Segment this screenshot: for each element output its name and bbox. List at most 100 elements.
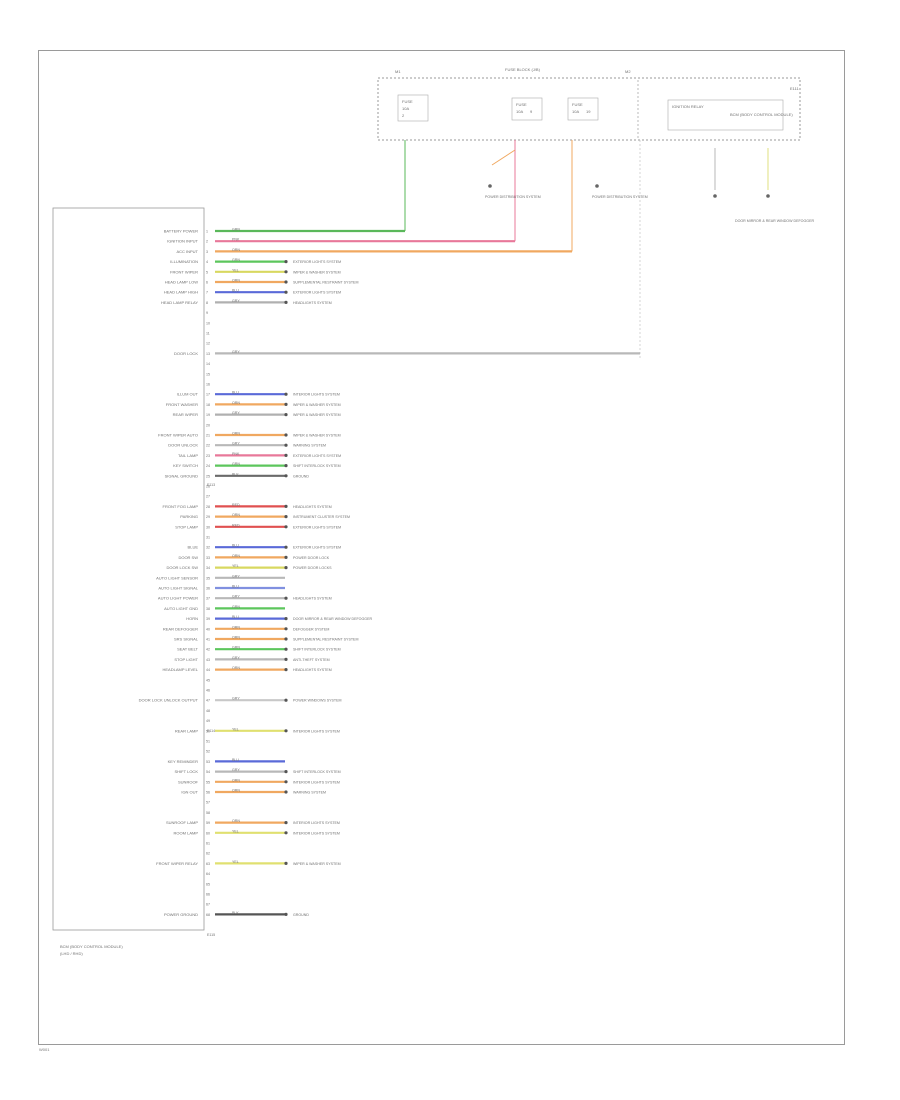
pin-number: 24	[206, 464, 210, 468]
terminal-dot	[284, 566, 288, 570]
pin-number: 56	[206, 791, 210, 795]
wire-color-code: GRY	[232, 299, 240, 303]
terminal-dot	[284, 770, 288, 774]
pin-row-49: 49	[206, 719, 210, 723]
pin-number: 63	[206, 862, 210, 866]
wire-color-code: ORN	[232, 279, 240, 283]
pin-number: 68	[206, 913, 210, 917]
terminal-dot	[284, 433, 288, 437]
pin-number: 50	[206, 729, 210, 733]
wire-color-code: GRY	[232, 595, 240, 599]
system-reference: WIPER & WASHER SYSTEM	[293, 862, 341, 866]
pin-row-57: 57	[206, 801, 210, 805]
wire-color-code: BLU	[232, 544, 239, 548]
bcm-module-title-1: BCM (BODY CONTROL MODULE)	[60, 944, 123, 949]
fuse-block-title: FUSE BLOCK (J/B)	[505, 67, 541, 72]
pin-number: 2	[206, 240, 208, 244]
system-reference: EXTERIOR LIGHTS SYSTEM	[293, 546, 341, 550]
terminal-dot	[284, 300, 288, 304]
terminal-dot	[284, 392, 288, 396]
pin-number: 27	[206, 495, 210, 499]
pin-label: AUTO LIGHT POWER	[158, 596, 198, 601]
wire-color-code: GRY	[232, 697, 240, 701]
system-reference: EXTERIOR LIGHTS SYSTEM	[293, 454, 341, 458]
pin-number: 16	[206, 383, 210, 387]
terminal-dot	[284, 657, 288, 662]
pin-label: SUNROOF	[178, 779, 199, 784]
pin-number: 59	[206, 821, 210, 825]
pin-number: 46	[206, 689, 210, 693]
pin-label: DOOR LOCK UNLOCK OUTPUT	[139, 698, 199, 703]
pin-label: PARKING	[180, 514, 198, 519]
power-system-1: POWER DISTRIBUTION SYSTEM	[485, 195, 541, 199]
pin-number: 1	[206, 230, 208, 234]
pin-row-16: 16	[206, 383, 210, 387]
pin-number: 51	[206, 740, 210, 744]
pin-number: 33	[206, 556, 210, 560]
pin-number: 10	[206, 321, 210, 325]
pin-label: SUNROOF LAMP	[166, 820, 198, 825]
wire-color-code: BLU	[232, 758, 239, 762]
terminal-dot	[284, 413, 288, 417]
pin-label: DOOR LOCK	[174, 351, 198, 356]
system-reference: INTERIOR LIGHTS SYSTEM	[293, 780, 340, 784]
pin-number: 14	[206, 362, 210, 366]
pin-label: DOOR LOCK SW	[166, 565, 198, 570]
system-reference: DEFOGGER SYSTEM	[293, 627, 329, 631]
svg-text:2: 2	[402, 113, 405, 118]
pin-label: REAR WIPER	[173, 412, 198, 417]
terminal-dot	[284, 668, 288, 672]
pin-number: 62	[206, 852, 210, 856]
system-reference: SHIFT INTERLOCK SYSTEM	[293, 648, 341, 652]
pin-row-9: 9	[206, 311, 208, 315]
pin-label: SHIFT LOCK	[175, 769, 199, 774]
terminal-dot	[284, 280, 288, 284]
pin-row-10: 10	[206, 321, 210, 325]
power-system-3: DOOR MIRROR & REAR WINDOW DEFOGGER	[735, 219, 814, 223]
system-reference: INTERIOR LIGHTS SYSTEM	[293, 729, 340, 733]
pin-number: 67	[206, 903, 210, 907]
pin-number: 22	[206, 444, 210, 448]
pin-number: 32	[206, 546, 210, 550]
pin-number: 19	[206, 413, 210, 417]
svg-text:10A: 10A	[572, 109, 579, 114]
wire-color-code: PNK	[232, 452, 240, 456]
fuse-block-outline	[377, 77, 801, 141]
terminal-dot	[284, 637, 288, 641]
system-reference: HEADLIGHTS SYSTEM	[293, 301, 332, 305]
pin-label: IGNITION INPUT	[167, 239, 198, 244]
pin-row-51: 51	[206, 740, 210, 744]
connector-tag-3: E115	[207, 933, 215, 937]
pin-number: 39	[206, 617, 210, 621]
terminal-dot	[284, 402, 288, 406]
system-reference: INTERIOR LIGHTS SYSTEM	[293, 393, 340, 397]
system-reference: SUPPLEMENTAL RESTRAINT SYSTEM	[293, 638, 358, 642]
pin-row-67: 67	[206, 903, 210, 907]
pin-label: FRONT WASHER	[166, 402, 198, 407]
pin-number: 45	[206, 678, 210, 682]
ignition-relay: IGNITION RELAY BCM (BODY CONTROL MODULE)	[637, 80, 793, 140]
pin-row-64: 64	[206, 872, 210, 876]
fuse-3: FUSE 10A 19	[567, 97, 599, 121]
pin-number: 42	[206, 648, 210, 652]
wire-color-code: PNK	[232, 238, 240, 242]
pin-label: AUTO LIGHT SIGNAL	[158, 586, 198, 591]
terminal-dot	[284, 290, 288, 294]
system-reference: WIPER & WASHER SYSTEM	[293, 434, 341, 438]
wire-color-code: GRY	[232, 574, 240, 578]
pin-number: 52	[206, 750, 210, 754]
